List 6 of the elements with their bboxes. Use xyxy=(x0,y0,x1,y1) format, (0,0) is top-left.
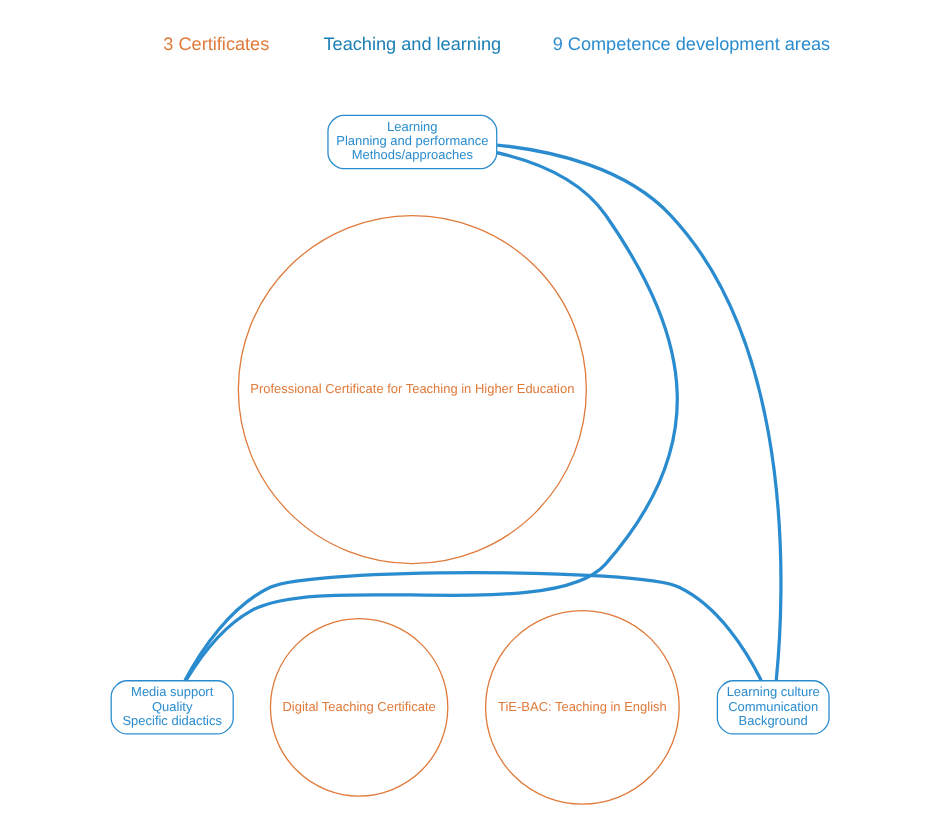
label: 3 Certificates xyxy=(163,34,270,55)
connector xyxy=(497,143,783,681)
connector xyxy=(183,570,763,682)
label: Teaching and learning xyxy=(323,34,502,55)
connector xyxy=(184,151,679,682)
label: 9 Competence development areas xyxy=(552,34,831,55)
